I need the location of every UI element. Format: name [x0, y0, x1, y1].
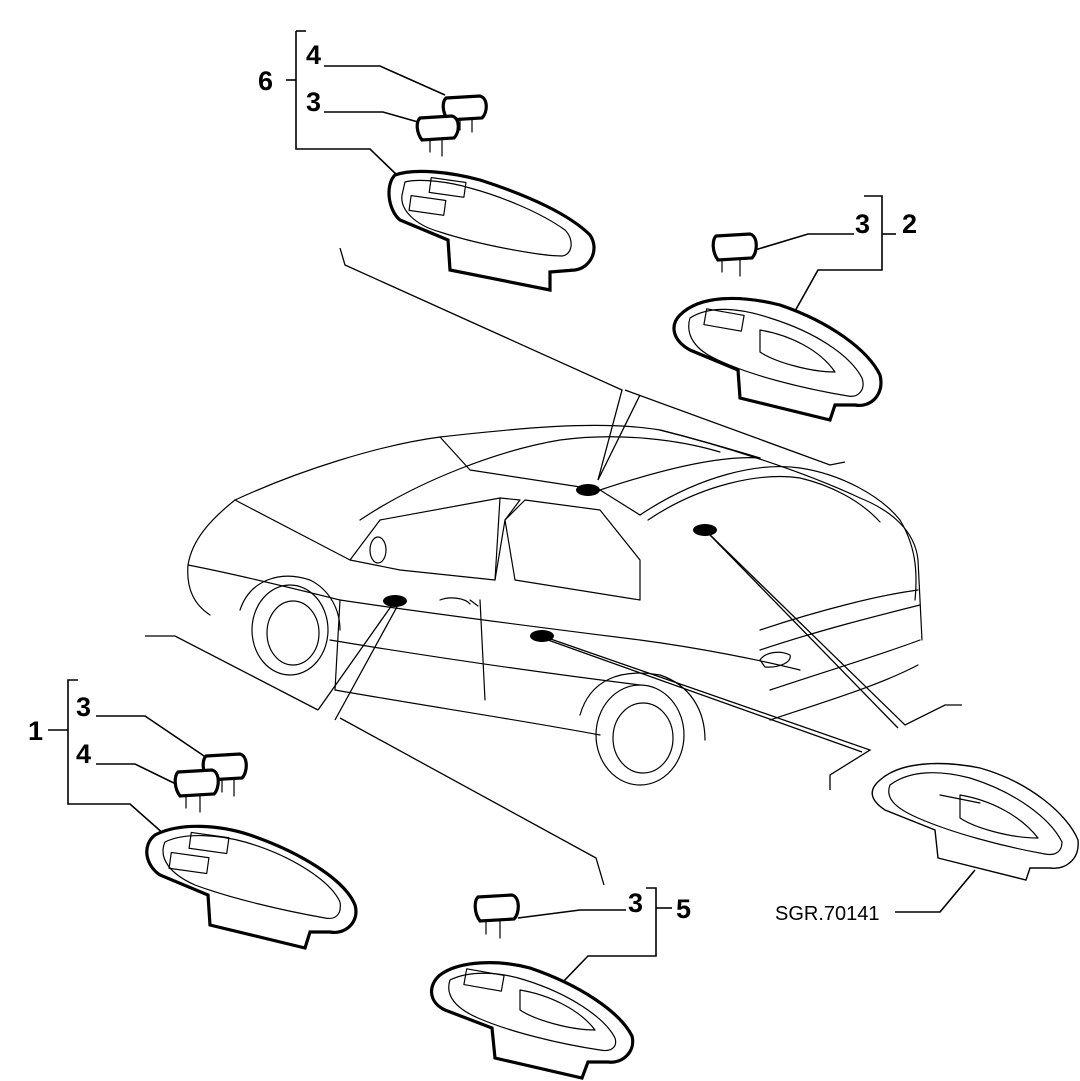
- callout-switch-4-group6: 4: [306, 40, 321, 70]
- window-switch-3-group5: [473, 893, 520, 939]
- callout-group-2: 2: [902, 209, 917, 239]
- callout-group-5: 5: [676, 894, 691, 924]
- panel-group-6: 6 4 3: [258, 30, 596, 292]
- switch-location-front-left: [383, 595, 407, 607]
- pointer-lines: [145, 247, 962, 886]
- callout-switch-3-group2: 3: [855, 209, 870, 239]
- callout-switch-3-group6: 3: [306, 87, 321, 117]
- window-switch-3-group2: [711, 232, 758, 277]
- callout-switch-3-group1: 3: [76, 692, 91, 722]
- car-illustration: [187, 424, 923, 786]
- window-switch-4-group1: [173, 768, 220, 813]
- callout-switch-3-group5: 3: [628, 888, 643, 918]
- callout-group-1: 1: [28, 716, 43, 746]
- door-trim-bracket: SGR.70141: [775, 762, 1079, 925]
- drawing-reference: SGR.70141: [775, 903, 880, 925]
- panel-group-5: 5 3: [430, 887, 691, 1080]
- callout-group-6: 6: [258, 66, 273, 96]
- panel-group-1: 1 3 4: [28, 679, 358, 950]
- callout-switch-4-group1: 4: [76, 739, 91, 769]
- switch-location-rear-right: [576, 484, 600, 496]
- panel-group-2: 2 3: [672, 195, 917, 422]
- window-switch-4-group6: [441, 94, 488, 133]
- window-switch-3-group6: [415, 114, 460, 157]
